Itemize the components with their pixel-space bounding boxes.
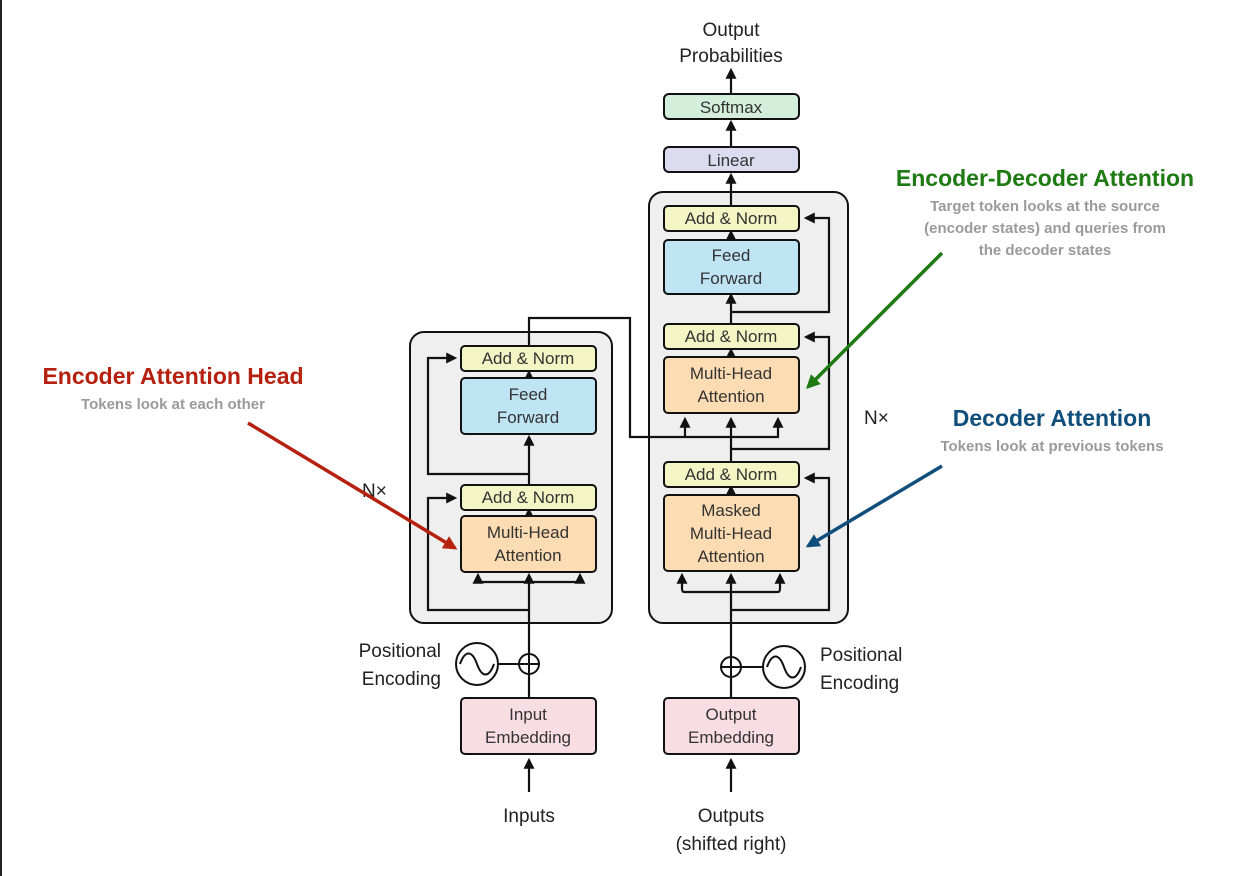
decoder-annotation-arrow <box>805 464 943 548</box>
svg-text:the decoder states: the decoder states <box>979 242 1112 259</box>
outputs-label-line2: (shifted right) <box>676 834 787 855</box>
svg-text:Forward: Forward <box>700 269 762 288</box>
svg-text:Decoder Attention: Decoder Attention <box>953 405 1152 431</box>
decoder-add-icon <box>720 656 742 678</box>
decoder-nx-label: N× <box>864 408 889 429</box>
svg-text:Embedding: Embedding <box>688 728 774 747</box>
decoder-masked-multi-head-attention: Masked Multi-Head Attention <box>663 494 800 572</box>
input-embedding: Input Embedding <box>460 697 597 755</box>
svg-text:Add & Norm: Add & Norm <box>685 209 778 228</box>
svg-text:Attention: Attention <box>697 547 764 566</box>
svg-text:Output: Output <box>705 705 756 724</box>
svg-text:Multi-Head: Multi-Head <box>690 364 772 383</box>
svg-text:Tokens look at each other: Tokens look at each other <box>81 396 265 413</box>
decoder-sine-wave-icon <box>741 645 806 689</box>
encoder-feed-forward: Feed Forward <box>460 377 597 435</box>
encoder-annotation-arrow <box>247 421 458 550</box>
svg-text:Tokens look at previous tokens: Tokens look at previous tokens <box>940 438 1163 455</box>
encoder-connections <box>426 316 784 792</box>
encoder-multi-head-attention: Multi-Head Attention <box>460 515 597 573</box>
decoder-attention-annotation: Decoder Attention Tokens look at previou… <box>805 405 1164 548</box>
linear-block: Linear <box>663 146 800 173</box>
positional-encoding-right-line2: Encoding <box>820 673 899 694</box>
svg-text:Feed: Feed <box>712 246 751 265</box>
svg-text:Masked: Masked <box>701 501 761 520</box>
svg-text:Add & Norm: Add & Norm <box>482 349 575 368</box>
inputs-label: Inputs <box>503 806 555 827</box>
svg-text:Encoder Attention Head: Encoder Attention Head <box>42 363 303 389</box>
encoder-decoder-attention-annotation: Encoder-Decoder Attention Target token l… <box>806 165 1194 389</box>
svg-text:Target token looks at the sour: Target token looks at the source <box>930 198 1160 215</box>
encoder-sine-wave-icon <box>455 642 519 686</box>
encoder-stack <box>409 331 613 624</box>
decoder-add-norm-bottom: Add & Norm <box>663 461 800 488</box>
decoder-feed-forward: Feed Forward <box>663 239 800 295</box>
decoder-add-norm-top: Add & Norm <box>663 205 800 232</box>
svg-text:Encoder-Decoder Attention: Encoder-Decoder Attention <box>896 165 1194 191</box>
encoder-attention-annotation: Encoder Attention Head Tokens look at ea… <box>42 363 458 550</box>
enc-dec-annotation-arrow <box>806 251 944 389</box>
svg-text:Add & Norm: Add & Norm <box>482 488 575 507</box>
positional-encoding-right-line1: Positional <box>820 645 902 666</box>
svg-text:Multi-Head: Multi-Head <box>487 523 569 542</box>
svg-text:Softmax: Softmax <box>700 98 763 117</box>
svg-text:(encoder states) and queries f: (encoder states) and queries from <box>924 220 1166 237</box>
encoder-add-icon <box>518 653 540 675</box>
outputs-label-line1: Outputs <box>698 806 765 827</box>
decoder-multi-head-attention: Multi-Head Attention <box>663 356 800 414</box>
svg-text:Attention: Attention <box>697 387 764 406</box>
output-probabilities-label-line2: Probabilities <box>679 46 783 67</box>
softmax-block: Softmax <box>663 93 800 120</box>
decoder-add-norm-middle: Add & Norm <box>663 323 800 350</box>
positional-encoding-left-line2: Encoding <box>362 669 441 690</box>
svg-text:Embedding: Embedding <box>485 728 571 747</box>
svg-text:Multi-Head: Multi-Head <box>690 524 772 543</box>
positional-encoding-left-line1: Positional <box>359 641 441 662</box>
decoder-connections <box>676 67 831 792</box>
left-edge-line <box>0 0 2 876</box>
encoder-add-norm-top: Add & Norm <box>460 345 597 372</box>
svg-text:Attention: Attention <box>494 546 561 565</box>
output-embedding: Output Embedding <box>663 697 800 755</box>
svg-text:Add & Norm: Add & Norm <box>685 327 778 346</box>
svg-text:Input: Input <box>509 705 547 724</box>
encoder-add-norm-bottom: Add & Norm <box>460 484 597 511</box>
svg-text:Feed: Feed <box>509 385 548 404</box>
svg-text:Forward: Forward <box>497 408 559 427</box>
output-probabilities-label-line1: Output <box>702 20 760 41</box>
svg-text:Add & Norm: Add & Norm <box>685 465 778 484</box>
svg-text:Linear: Linear <box>707 151 755 170</box>
